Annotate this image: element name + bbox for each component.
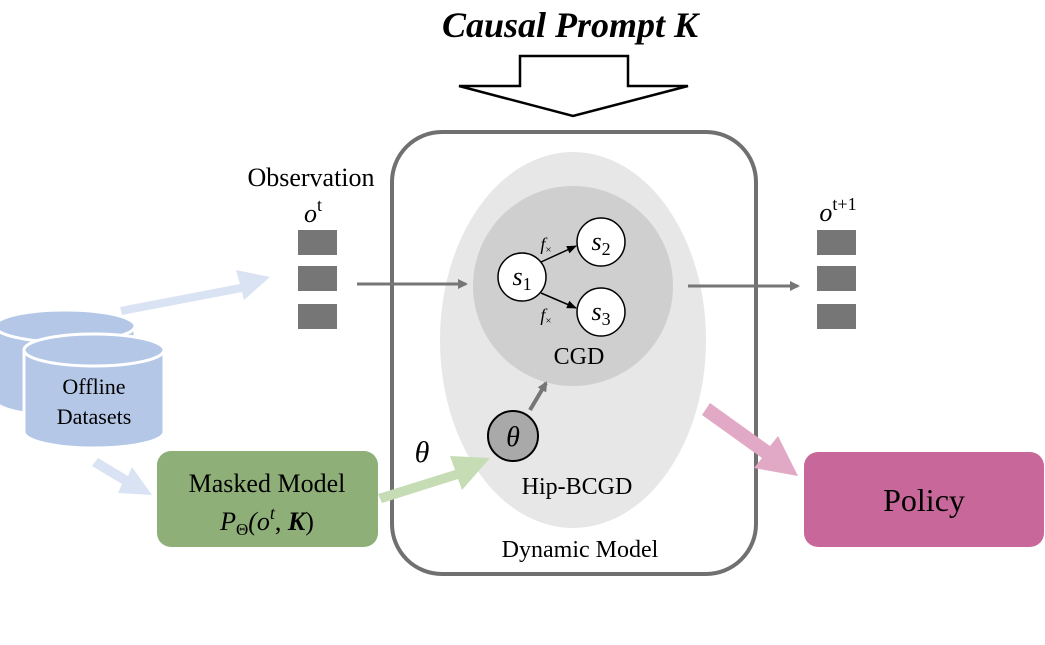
observation-bar-3	[298, 304, 337, 329]
theta-node[interactable]	[487, 410, 539, 462]
policy-box[interactable]	[804, 452, 1044, 547]
node-s1[interactable]	[497, 252, 547, 302]
datasets-label-line1: Offline	[62, 374, 125, 399]
edge-s1-s2	[540, 245, 577, 263]
dynamic-to-policy-arrow	[702, 403, 798, 476]
masked-model-to-theta-arrow	[378, 456, 490, 503]
observation-bar-2	[298, 266, 337, 291]
cgd-label: CGD	[554, 344, 605, 370]
node-s2-label: s2	[591, 227, 610, 259]
edge-label-top: f×	[540, 234, 551, 256]
next-observation-bar-2	[817, 266, 856, 291]
title: Causal Prompt K	[442, 5, 701, 45]
masked-model-label: Masked Model	[189, 469, 346, 498]
edge-s1-s3	[540, 292, 577, 309]
masked-model-formula: PΘ(ot, K)	[219, 503, 314, 539]
database-icon	[0, 308, 166, 450]
edge-label-bottom: f×	[540, 305, 551, 327]
observation-label: Observation	[247, 163, 374, 192]
theta-label: θ	[415, 436, 430, 469]
dataset-to-observation-arrow	[120, 270, 270, 315]
theta-to-cgd-arrow	[528, 381, 548, 412]
masked-model-box[interactable]	[157, 451, 378, 547]
next-observation-bar-1	[817, 230, 856, 255]
datasets-label-line2: Datasets	[57, 404, 132, 429]
next-observation-bar-3	[817, 304, 856, 329]
next-observation-var: ot+1	[819, 194, 856, 227]
policy-label: Policy	[883, 482, 965, 518]
node-s1-label: s1	[512, 262, 531, 294]
theta-node-label: θ	[506, 422, 520, 453]
observation-var: ot	[304, 195, 322, 228]
node-s3[interactable]	[576, 287, 626, 337]
node-s2[interactable]	[576, 217, 626, 267]
hip-bcgd-label: Hip-BCGD	[522, 474, 633, 500]
observation-bar-1	[298, 230, 337, 255]
causal-prompt-arrow	[458, 54, 689, 118]
dynamic-model-label: Dynamic Model	[502, 537, 659, 563]
node-s3-label: s3	[591, 297, 610, 329]
dataset-to-masked-model-arrow	[92, 458, 152, 495]
